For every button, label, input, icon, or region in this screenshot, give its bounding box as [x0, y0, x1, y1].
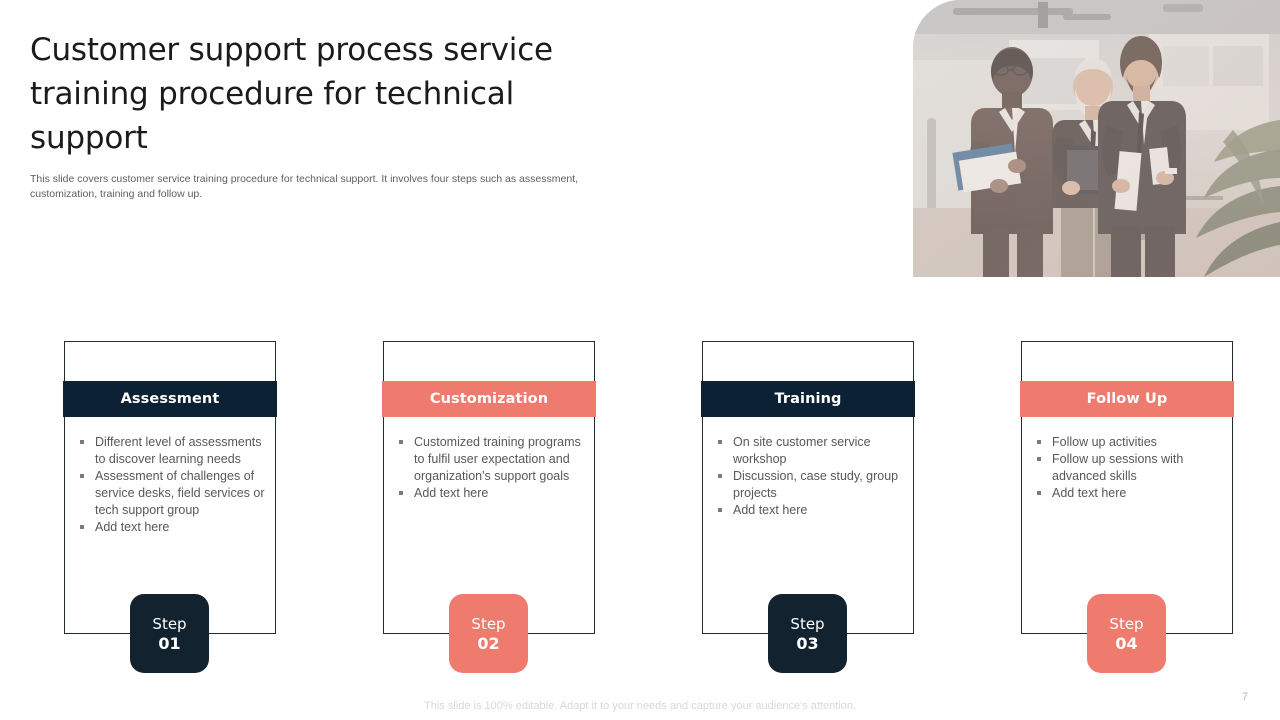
slide-header: Customer support process service trainin…: [30, 28, 630, 201]
step-badge-02[interactable]: Step 02: [449, 594, 528, 673]
steps-card-row: Assessment Different level of assessment…: [0, 341, 1280, 673]
list-item: Add text here: [1034, 485, 1224, 502]
step-card-customization[interactable]: Customization Customized training progra…: [382, 341, 596, 634]
list-item: Add text here: [715, 502, 905, 519]
step-badge-01[interactable]: Step 01: [130, 594, 209, 673]
step-badge-word: Step: [471, 614, 506, 633]
card-body-training: On site customer service workshop Discus…: [715, 434, 905, 519]
step-badge-word: Step: [152, 614, 187, 633]
card-title-training: Training: [701, 381, 915, 417]
list-item: Add text here: [396, 485, 586, 502]
bullet-list-training: On site customer service workshop Discus…: [715, 434, 905, 519]
list-item: Discussion, case study, group projects: [715, 468, 905, 502]
card-body-customization: Customized training programs to fulfil u…: [396, 434, 586, 502]
step-card-training[interactable]: Training On site customer service worksh…: [701, 341, 915, 634]
bullet-list-customization: Customized training programs to fulfil u…: [396, 434, 586, 502]
step-badge-number: 04: [1115, 633, 1138, 653]
page-title: Customer support process service trainin…: [30, 32, 553, 156]
list-item: On site customer service workshop: [715, 434, 905, 468]
card-title-follow-up: Follow Up: [1020, 381, 1234, 417]
list-item: Different level of assessments to discov…: [77, 434, 267, 468]
step-badge-number: 03: [796, 633, 819, 653]
list-item: Add text here: [77, 519, 267, 536]
step-badge-04[interactable]: Step 04: [1087, 594, 1166, 673]
card-title-customization: Customization: [382, 381, 596, 417]
step-badge-03[interactable]: Step 03: [768, 594, 847, 673]
slide-subtitle: This slide covers customer service train…: [30, 173, 578, 200]
business-team-photo: [913, 0, 1280, 277]
list-item: Assessment of challenges of service desk…: [77, 468, 267, 519]
step-badge-number: 01: [158, 633, 181, 653]
card-title-assessment: Assessment: [63, 381, 277, 417]
page-number: 7: [1241, 691, 1248, 703]
list-item: Follow up activities: [1034, 434, 1224, 451]
step-badge-word: Step: [1109, 614, 1144, 633]
step-card-follow-up[interactable]: Follow Up Follow up activities Follow up…: [1020, 341, 1234, 634]
step-card-assessment[interactable]: Assessment Different level of assessment…: [63, 341, 277, 634]
hero-image: [913, 0, 1280, 277]
list-item: Customized training programs to fulfil u…: [396, 434, 586, 485]
card-body-follow-up: Follow up activities Follow up sessions …: [1034, 434, 1224, 502]
bullet-list-assessment: Different level of assessments to discov…: [77, 434, 267, 536]
editable-note: This slide is 100% editable. Adapt it to…: [424, 700, 856, 712]
card-body-assessment: Different level of assessments to discov…: [77, 434, 267, 536]
step-badge-word: Step: [790, 614, 825, 633]
list-item: Follow up sessions with advanced skills: [1034, 451, 1224, 485]
step-badge-number: 02: [477, 633, 500, 653]
bullet-list-follow-up: Follow up activities Follow up sessions …: [1034, 434, 1224, 502]
